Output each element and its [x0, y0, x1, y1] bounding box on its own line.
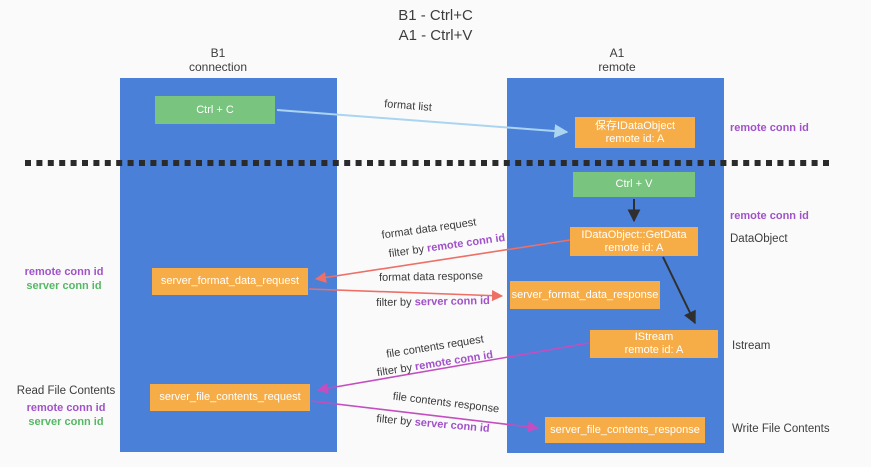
left-conn-ids-block-1: remote conn id server conn id: [14, 265, 114, 293]
save-idataobject-box: 保存IDataObject remote id: A: [575, 117, 695, 148]
idataobject-getdata-box: IDataObject::GetData remote id: A: [570, 227, 698, 256]
istream-line2: remote id: A: [624, 344, 684, 356]
remote-conn-id-highlight-1: remote conn id: [426, 231, 506, 255]
filter-by-server-conn-id-label-1: filter by server conn id: [376, 295, 490, 309]
file-contents-response-label: file contents response: [392, 390, 500, 416]
filter-by-text-1: filter by: [388, 242, 428, 261]
server-file-contents-response-box: server_file_contents_response: [545, 417, 705, 443]
remote-conn-id-annotation-left-1: remote conn id: [24, 266, 104, 278]
server-format-data-response-label: server_format_data_response: [511, 288, 659, 301]
lane-a1-title: A1: [609, 46, 625, 60]
format-list-label: format list: [383, 98, 433, 114]
filter-by-text-3: filter by: [376, 361, 417, 380]
server-conn-id-annotation-left-1: server conn id: [26, 280, 102, 292]
lane-b1-subtitle: connection: [188, 60, 248, 74]
filter-by-text-4: filter by: [375, 413, 416, 429]
istream-annotation: Istream: [732, 340, 771, 352]
istream-box: IStream remote id: A: [590, 330, 718, 358]
ctrl-c-box: Ctrl + C: [155, 96, 275, 124]
server-file-contents-request-label: server_file_contents_request: [159, 391, 301, 403]
save-idataobject-line2: remote id: A: [605, 132, 665, 145]
format-data-response-label: format data response: [378, 270, 484, 284]
remote-conn-id-annotation-left-2: remote conn id: [26, 402, 106, 414]
save-idataobject-line1: 保存IDataObject: [594, 119, 676, 132]
getdata-line2: remote id: A: [604, 241, 664, 254]
title-line-2: A1 - Ctrl+V: [398, 27, 473, 44]
server-conn-id-annotation-left-2: server conn id: [28, 416, 104, 428]
title-line-1: B1 - Ctrl+C: [398, 7, 473, 24]
read-file-contents-annotation: Read File Contents: [16, 385, 116, 397]
server-format-data-request-box: server_format_data_request: [152, 268, 308, 295]
server-file-contents-request-box: server_file_contents_request: [150, 384, 310, 411]
remote-conn-id-annotation-mid: remote conn id: [730, 210, 809, 222]
ctrl-v-box: Ctrl + V: [573, 172, 695, 197]
server-conn-id-highlight-1: server conn id: [414, 295, 490, 309]
filter-by-text-2: filter by: [376, 296, 415, 309]
lane-header-b1: B1 connection: [108, 46, 328, 74]
left-conn-ids-block-2: Read File Contents remote conn id server…: [10, 384, 122, 429]
server-format-data-response-box: server_format_data_response: [510, 281, 660, 309]
server-conn-id-highlight-2: server conn id: [414, 416, 491, 435]
server-format-data-request-label: server_format_data_request: [160, 275, 300, 287]
istream-line1: IStream: [634, 331, 674, 343]
lane-a1-subtitle: remote: [598, 60, 636, 74]
dataobject-annotation: DataObject: [730, 233, 788, 245]
filter-by-server-conn-id-label-2: filter by server conn id: [376, 413, 490, 435]
remote-conn-id-annotation-top: remote conn id: [730, 122, 809, 134]
write-file-contents-annotation: Write File Contents: [732, 423, 830, 435]
ctrl-v-label: Ctrl + V: [615, 178, 653, 190]
lane-header-a1: A1 remote: [507, 46, 727, 74]
server-file-contents-response-label: server_file_contents_response: [550, 423, 700, 436]
ctrl-c-label: Ctrl + C: [196, 103, 234, 116]
lane-b1-title: B1: [210, 46, 226, 60]
diagram-title: B1 - Ctrl+C A1 - Ctrl+V: [0, 6, 871, 46]
getdata-line1: IDataObject::GetData: [581, 228, 687, 241]
